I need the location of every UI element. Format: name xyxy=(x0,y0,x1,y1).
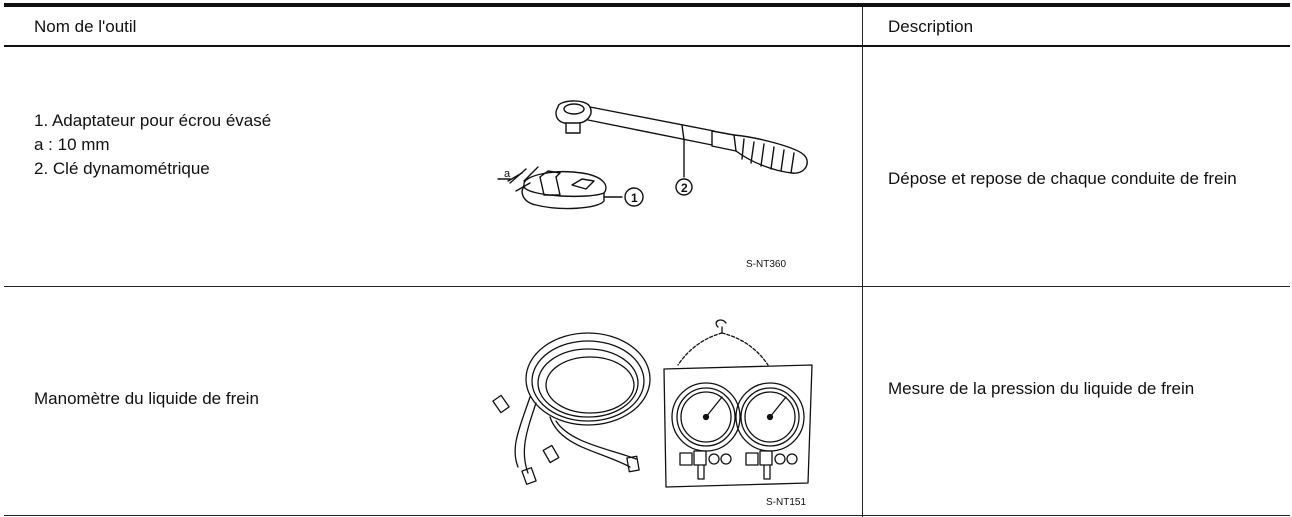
figure-code: S-NT151 xyxy=(766,497,807,508)
tool-name-cell: 1. Adaptateur pour écrou évasé a : 10 mm… xyxy=(34,109,271,181)
torque-wrench-illustration: a 1 2 xyxy=(497,100,808,210)
tool-name-line: 2. Clé dynamométrique xyxy=(34,159,210,178)
header-tool-name: Nom de l'outil xyxy=(34,17,137,36)
tool-name-line: a : 10 mm xyxy=(34,135,110,154)
table-top-rule xyxy=(4,3,1290,7)
tool-name-line: 1. Adaptateur pour écrou évasé xyxy=(34,111,272,130)
table-row: Manomètre du liquide de frein xyxy=(4,287,1290,516)
description-cell: Mesure de la pression du liquide de frei… xyxy=(888,379,1195,398)
tool-table: Nom de l'outil Description 1. Adaptateur… xyxy=(4,0,1292,517)
header-description: Description xyxy=(888,17,974,36)
figure-code: S-NT360 xyxy=(746,259,787,270)
brake-fluid-gauge-illustration xyxy=(492,319,813,488)
callout-2-label: 2 xyxy=(681,181,688,195)
callout-1-label: 1 xyxy=(631,191,638,205)
table-header-row: Nom de l'outil Description xyxy=(4,7,1290,47)
dimension-a-label: a xyxy=(504,168,511,180)
column-divider xyxy=(862,7,863,517)
table-row: 1. Adaptateur pour écrou évasé a : 10 mm… xyxy=(4,47,1290,287)
tool-name-cell: Manomètre du liquide de frein xyxy=(34,387,259,411)
description-cell: Dépose et repose de chaque conduite de f… xyxy=(888,169,1237,188)
tool-name-line: Manomètre du liquide de frein xyxy=(34,389,259,408)
